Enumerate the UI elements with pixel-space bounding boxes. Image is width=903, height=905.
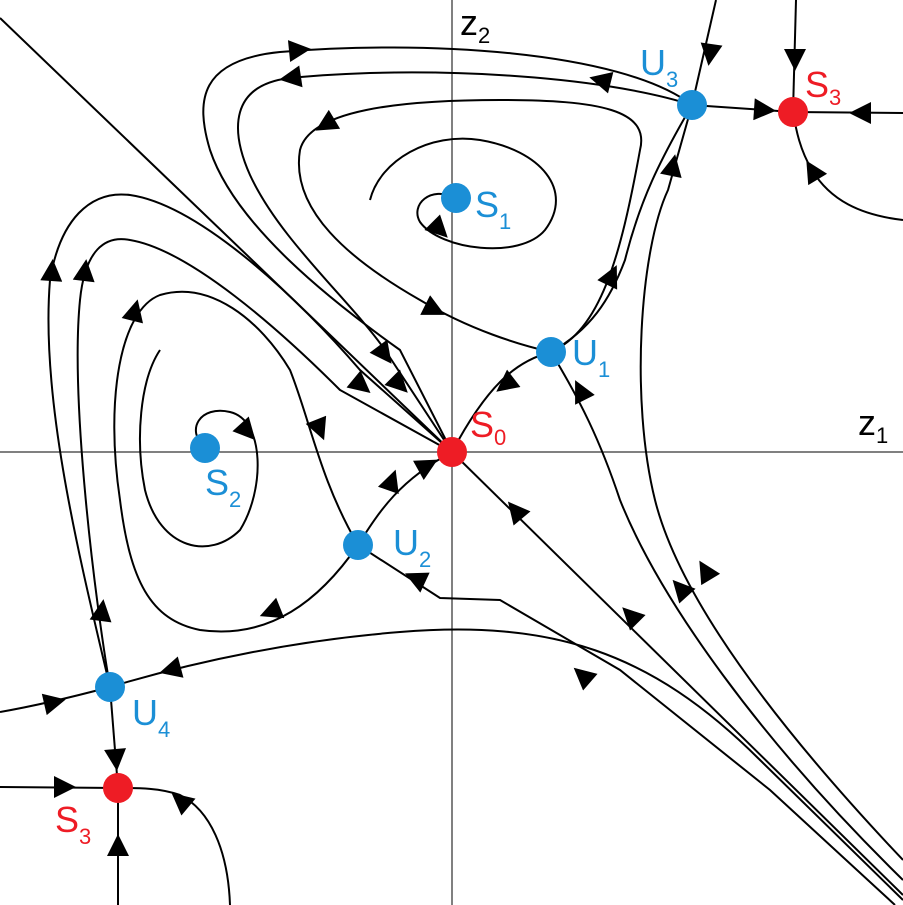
- trajectory: [550, 351, 903, 881]
- flow-arrow: [622, 607, 646, 631]
- label-S2: S2: [205, 462, 241, 512]
- equilibrium-point-U1: [536, 337, 566, 367]
- flow-arrow: [420, 295, 445, 315]
- label-U3: U3: [640, 42, 678, 92]
- flow-arrow: [305, 415, 327, 441]
- trajectory: [109, 686, 119, 789]
- trajectory: [792, 111, 903, 221]
- label-S0: S0: [470, 404, 506, 450]
- label-S1: S1: [475, 184, 511, 234]
- label-S3-top: S3: [805, 64, 841, 110]
- flow-arrow: [259, 597, 285, 619]
- z2-axis-label: z2: [460, 2, 490, 48]
- flow-arrow: [377, 469, 399, 495]
- trajectory: [0, 786, 119, 789]
- trajectory: [691, 104, 794, 113]
- trajectory: [139, 349, 259, 548]
- equilibrium-point-U2: [343, 530, 373, 560]
- equilibrium-point-U4: [95, 672, 125, 702]
- label-U4: U4: [132, 692, 170, 742]
- trajectory: [792, 111, 903, 114]
- equilibrium-point-S3b: [103, 773, 133, 803]
- trajectory: [47, 193, 453, 688]
- trajectory: [76, 238, 453, 688]
- equilibrium-point-S3a: [778, 97, 808, 127]
- label-U2: U2: [393, 522, 431, 572]
- trajectory: [297, 98, 643, 353]
- trajectory: [202, 46, 693, 453]
- flow-arrow: [346, 370, 371, 393]
- flow-arrow: [171, 792, 196, 816]
- flow-arrow: [41, 693, 66, 716]
- z1-axis-label: z1: [858, 402, 888, 448]
- trajectory: [117, 787, 231, 905]
- label-S3-bottom: S3: [55, 799, 91, 849]
- trajectory: [550, 104, 693, 353]
- trajectory: [691, 0, 717, 106]
- trajectory: [113, 290, 359, 633]
- trajectory: [639, 104, 903, 861]
- trajectory: [109, 628, 903, 901]
- trajectory: [369, 137, 557, 250]
- flow-arrow: [384, 369, 408, 393]
- trajectory: [792, 0, 797, 113]
- equilibrium-point-S2: [190, 433, 220, 463]
- trajectory: [357, 544, 896, 905]
- trajectory: [0, 17, 453, 453]
- trajectory: [451, 451, 903, 896]
- label-U1: U1: [572, 332, 610, 382]
- trajectory: [237, 71, 693, 453]
- flow-arrow: [699, 560, 721, 586]
- equilibrium-point-U3: [677, 90, 707, 120]
- flow-arrow: [589, 71, 614, 94]
- equilibrium-point-S1: [441, 183, 471, 213]
- trajectory: [0, 686, 111, 713]
- flow-arrow: [573, 667, 598, 691]
- equilibrium-point-S0: [437, 437, 467, 467]
